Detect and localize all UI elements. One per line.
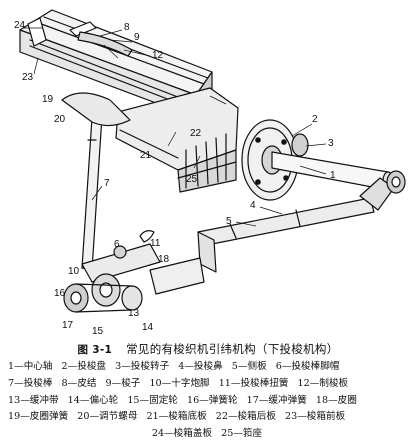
callout-23: 23 (22, 72, 34, 83)
legend-entry: 19—皮圈弹簧 (8, 411, 69, 423)
callout-16: 16 (54, 288, 66, 299)
mechanism-drawing: 1 2 3 4 5 6 7 8 9 10 11 12 13 14 15 16 1… (14, 9, 406, 337)
legend-entry: 12—制梭板 (297, 377, 349, 389)
callout-18: 18 (158, 254, 170, 265)
callout-17: 17 (62, 320, 74, 331)
callout-10: 10 (68, 266, 80, 277)
lower-linkage (81, 230, 217, 295)
legend-entry: 18—皮圈 (315, 394, 357, 406)
legend-entry: 21—梭箱底板 (146, 411, 207, 423)
legend-row: 13—缓冲带 14—偏心轮 15—固定轮 16—弹簧轮 17—缓冲弹簧 18—皮… (8, 393, 412, 410)
legend-row: 24—梭箱盖板 25—筘座 (8, 426, 412, 443)
legend-entry: 3—投梭转子 (115, 361, 170, 372)
legend-entry: 8—皮结 (61, 377, 97, 389)
callout-9: 9 (134, 32, 140, 43)
legend-entry: 17—缓冲弹簧 (246, 394, 307, 406)
shuttle-box (19, 9, 213, 119)
legend-entry: 7—投梭棒 (8, 377, 53, 389)
callout-3: 3 (328, 138, 334, 149)
callout-21: 21 (140, 150, 152, 161)
legend-entry: 14—偏心轮 (67, 394, 119, 406)
legend-entry: 15—固定轮 (127, 394, 178, 406)
callout-1: 1 (330, 170, 336, 181)
callout-8: 8 (124, 22, 130, 33)
callout-4: 4 (250, 200, 256, 211)
picking-shoe-arm (197, 170, 406, 247)
callout-24: 24 (14, 20, 26, 31)
legend-entry: 23—梭箱前板 (285, 411, 346, 423)
callout-7: 7 (104, 178, 110, 189)
legend-entry: 10—十字炮脚 (149, 377, 210, 389)
callout-2: 2 (312, 114, 318, 125)
figure-caption: 图 3-1 常见的有梭织机引纬机构（下投梭机构） (0, 341, 416, 357)
legend-entry: 16—弹簧轮 (186, 394, 238, 406)
legend-row: 1—中心轴 2—投梭盘 3—投梭转子 4—投梭鼻 5—侧板 6—投梭棒脚帽 (8, 359, 412, 376)
legend-entry: 24—梭箱盖板 (151, 428, 213, 440)
figure-caption-text: 常见的有梭织机引纬机构（下投梭机构） (126, 342, 339, 356)
figure-illustration: 1 2 3 4 5 6 7 8 9 10 11 12 13 14 15 16 1… (14, 9, 406, 337)
figure-number: 图 3-1 (77, 344, 113, 356)
legend-entry: 2—投梭盘 (61, 361, 107, 372)
callout-12: 12 (152, 50, 164, 61)
callout-25: 25 (186, 174, 198, 185)
legend-entry: 11—投梭棒扭簧 (218, 377, 289, 389)
callout-11: 11 (150, 238, 161, 249)
legend-row: 7—投梭棒 8—皮结 9—梭子 10—十字炮脚 11—投梭棒扭簧 12—制梭板 (8, 376, 412, 393)
legend-row: 19—皮圈弹簧 20—调节螺母 21—梭箱底板 22—梭箱后板 23—梭箱前板 (8, 409, 412, 426)
figure-legend: 1—中心轴 2—投梭盘 3—投梭转子 4—投梭鼻 5—侧板 6—投梭棒脚帽 7—… (8, 359, 412, 443)
legend-entry: 20—调节螺母 (77, 411, 138, 423)
legend-entry: 22—梭箱后板 (215, 411, 276, 423)
callout-5: 5 (226, 216, 232, 227)
callout-19: 19 (42, 94, 54, 105)
legend-entry: 9—梭子 (105, 377, 141, 389)
picking-roller (291, 133, 309, 157)
buffer-wheels (63, 273, 143, 313)
picking-plate (241, 119, 299, 201)
callout-22: 22 (190, 128, 202, 139)
legend-entry: 6—投梭棒脚帽 (275, 361, 340, 372)
legend-entry: 25—筘座 (221, 428, 263, 440)
picking-stick (61, 92, 131, 271)
callout-15: 15 (92, 326, 104, 337)
legend-entry: 5—侧板 (231, 361, 267, 372)
callout-13: 13 (128, 308, 140, 319)
callout-14: 14 (142, 322, 154, 333)
legend-entry: 4—投梭鼻 (178, 361, 223, 372)
callout-6: 6 (114, 239, 120, 250)
legend-entry: 1—中心轴 (8, 361, 53, 372)
shuttle (77, 31, 133, 57)
legend-entry: 13—缓冲带 (8, 394, 59, 406)
callout-20: 20 (54, 114, 66, 125)
sley-block (115, 87, 239, 193)
